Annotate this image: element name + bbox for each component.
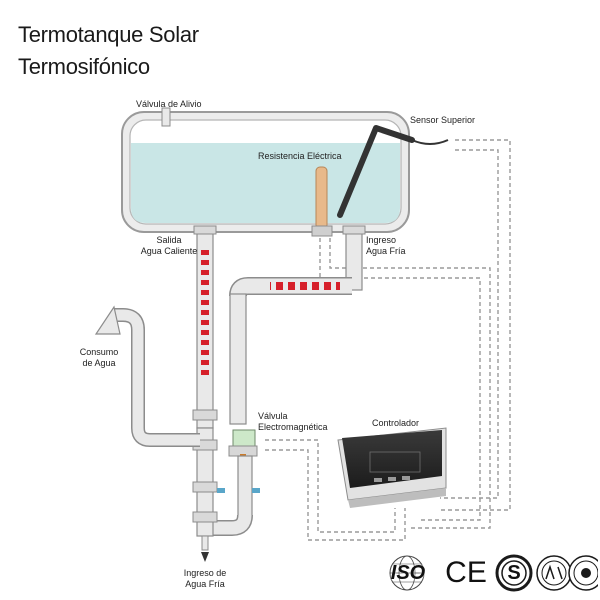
seal-logo-2 — [568, 555, 598, 591]
lower-pipework — [192, 409, 260, 562]
water-consumption-label: Consumo de Agua — [79, 347, 119, 368]
relief-valve-fitting — [161, 107, 171, 127]
electric-heater — [311, 166, 333, 237]
cold-inlet-bottom-label: Ingreso de Agua Fría — [183, 568, 227, 589]
controller-unit — [337, 427, 447, 508]
hot-water-pipe — [193, 225, 217, 429]
top-sensor-probe — [337, 125, 449, 218]
electric-resistance-label: Resistencia Eléctrica — [258, 151, 342, 161]
diagram-title-line2: Termosifónico — [18, 54, 150, 79]
top-sensor-label: Sensor Superior — [410, 115, 476, 125]
cold-water-loop — [229, 225, 366, 425]
consumption-pipe — [94, 305, 200, 447]
iso-text: ISO — [390, 562, 426, 584]
relief-valve-label: Válvula de Alivio — [136, 99, 202, 109]
s-mark-logo — [495, 554, 533, 592]
ce-text: CE — [445, 556, 487, 589]
cold-inlet-tank-label: Ingreso Agua Fría — [366, 235, 406, 256]
seal-logo — [536, 555, 572, 591]
certification-marks: ISO CE S — [386, 552, 598, 594]
controller-label: Controlador — [372, 418, 420, 428]
storage-tank — [121, 111, 410, 233]
cold-inlet-arrow-icon — [201, 552, 209, 562]
solenoid-valve-label: Válvula Electromagnética — [258, 411, 328, 432]
hot-outlet-label: Salida Agua Caliente — [140, 235, 198, 256]
diagram-title-line1: Termotanque Solar — [18, 22, 199, 47]
tank-water — [131, 143, 400, 223]
sensor-wiring — [265, 139, 511, 541]
shower-head-icon — [94, 305, 121, 335]
iso-logo — [389, 555, 425, 591]
s-mark-text: S — [507, 562, 521, 584]
